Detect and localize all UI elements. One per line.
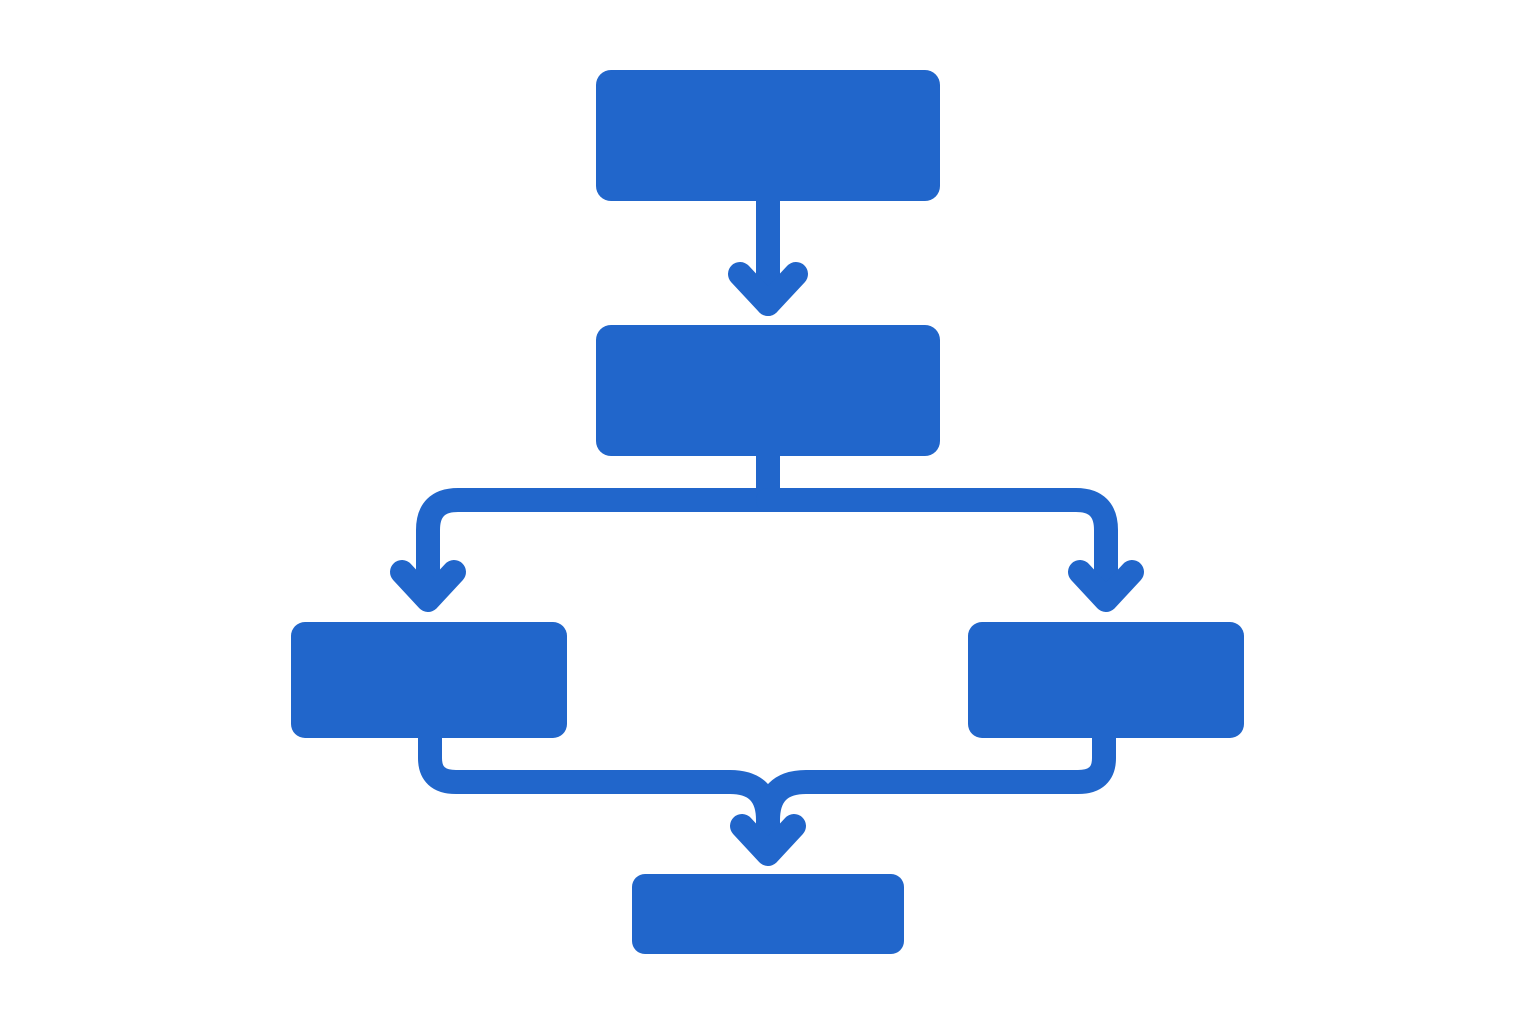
edge-middle-to-right bbox=[756, 488, 1118, 610]
flow-node-bottom bbox=[632, 874, 904, 954]
edge-left-to-bottom bbox=[418, 724, 780, 864]
flow-node-top bbox=[596, 70, 940, 201]
flow-node-middle bbox=[596, 325, 940, 456]
arrowhead-bottom bbox=[730, 814, 806, 866]
arrowhead-left bbox=[390, 560, 466, 612]
flow-node-right bbox=[968, 622, 1244, 738]
flow-node-left bbox=[291, 622, 567, 738]
arrowhead-right bbox=[1068, 560, 1144, 612]
edge-right-to-bottom bbox=[756, 724, 1116, 864]
edge-middle-to-left bbox=[416, 488, 780, 610]
arrowhead-middle bbox=[728, 262, 808, 316]
